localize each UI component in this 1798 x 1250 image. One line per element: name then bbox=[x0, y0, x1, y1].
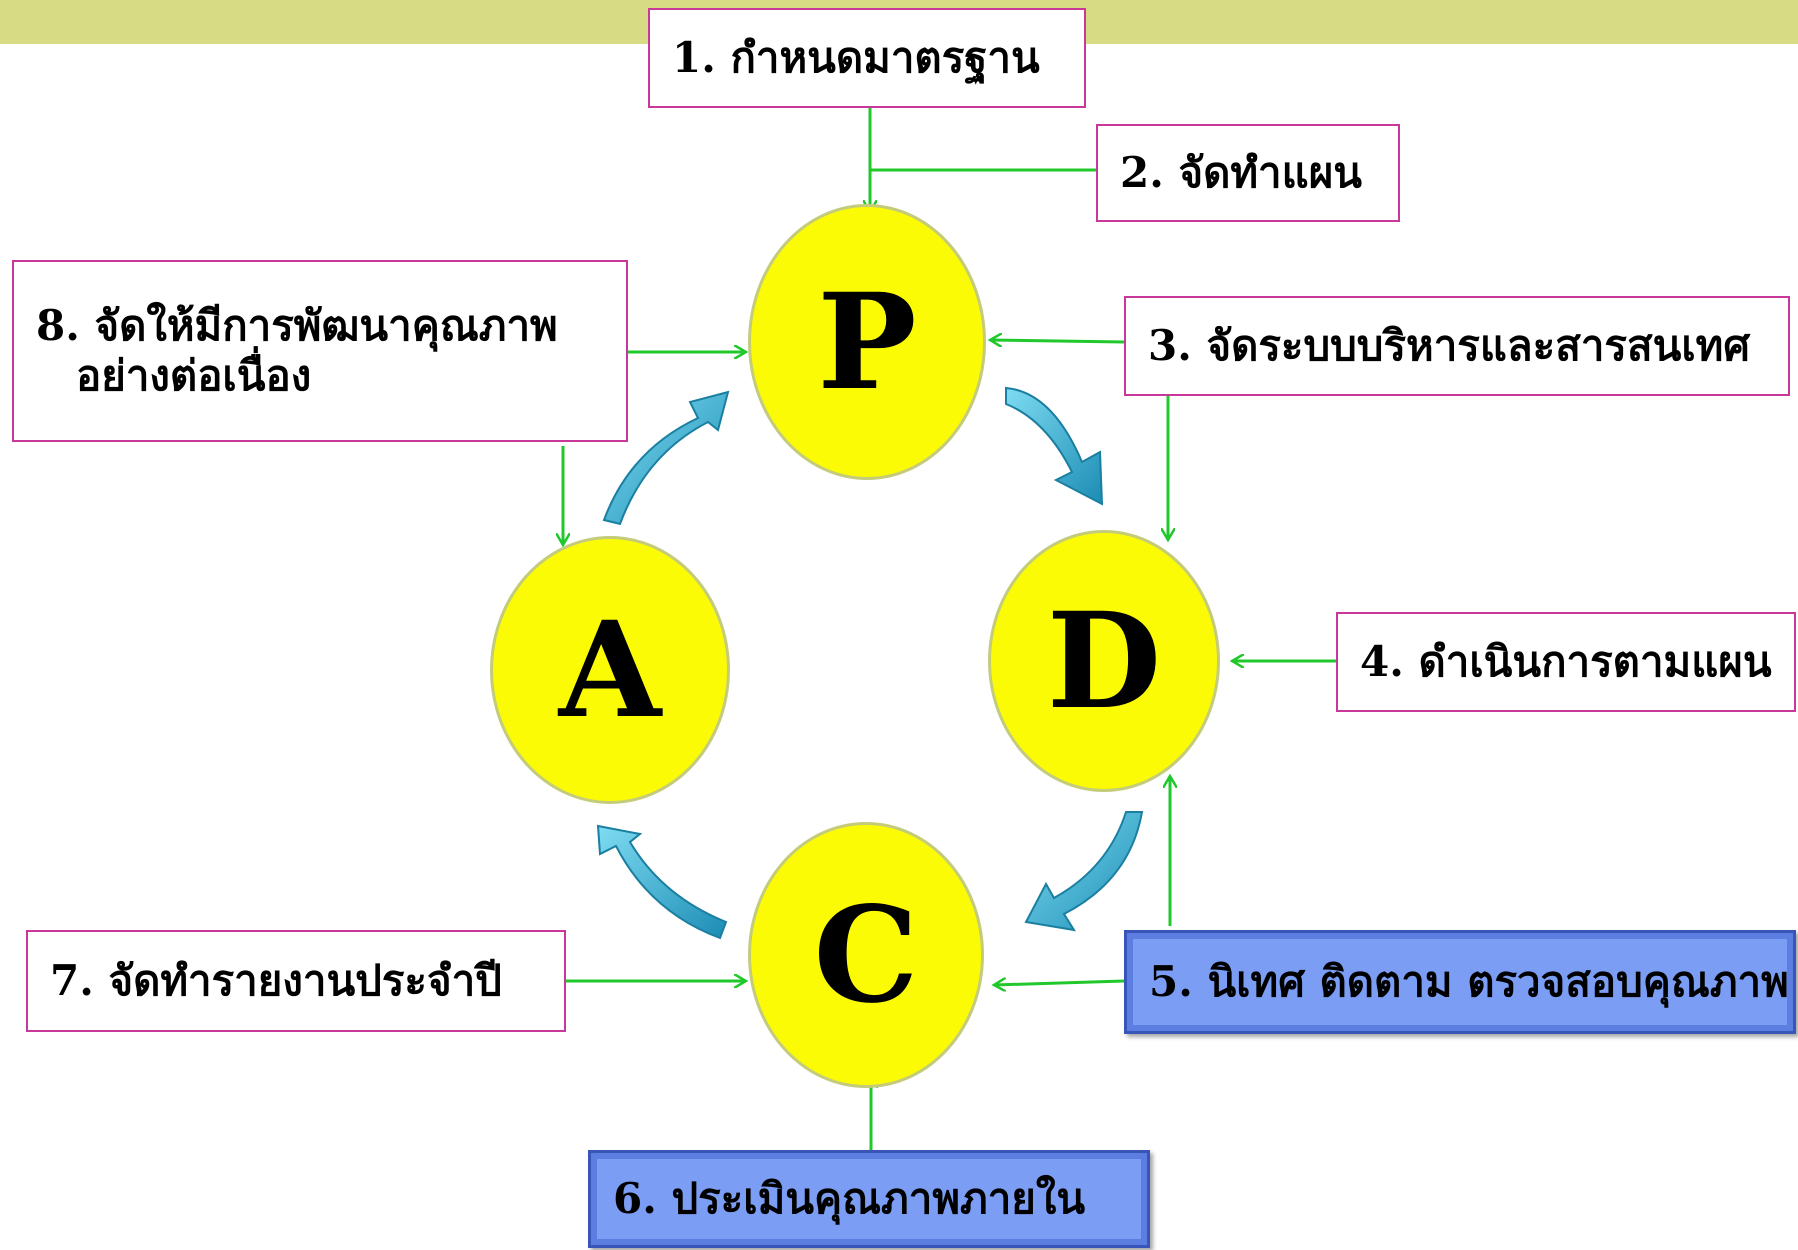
cycle-arrow-d-to-c bbox=[1024, 811, 1144, 932]
cycle-arrow-c-to-a bbox=[596, 824, 728, 940]
step-6-box: 6. ประเมินคุณภาพภายใน bbox=[588, 1150, 1150, 1248]
step-3-box: 3. จัดระบบบริหารและสารสนเทศ bbox=[1124, 296, 1790, 396]
node-a: A bbox=[490, 536, 730, 804]
connector-5-to-c bbox=[994, 981, 1125, 985]
node-p: P bbox=[748, 204, 986, 480]
connector-3-to-p bbox=[990, 340, 1125, 342]
step-8-box: 8. จัดให้มีการพัฒนาคุณภาพ อย่างต่อเนื่อง bbox=[12, 260, 628, 442]
cycle-arrows bbox=[596, 386, 1144, 940]
step-1-box: 1. กำหนดมาตรฐาน bbox=[648, 8, 1086, 108]
node-c: C bbox=[748, 822, 984, 1088]
step-6-label: 6. ประเมินคุณภาพภายใน bbox=[613, 1173, 1086, 1223]
step-2-label: 2. จัดทำแผน bbox=[1120, 147, 1363, 197]
cycle-arrow-p-to-d bbox=[1005, 386, 1104, 506]
step-1-label: 1. กำหนดมาตรฐาน bbox=[672, 32, 1040, 82]
step-7-label: 7. จัดทำรายงานประจำปี bbox=[50, 955, 502, 1005]
step-8-label-line2: อย่างต่อเนื่อง bbox=[76, 351, 312, 400]
step-7-box: 7. จัดทำรายงานประจำปี bbox=[26, 930, 566, 1032]
step-2-box: 2. จัดทำแผน bbox=[1096, 124, 1400, 222]
step-8-label-line1: 8. จัดให้มีการพัฒนาคุณภาพ bbox=[36, 300, 558, 350]
step-5-box: 5. นิเทศ ติดตาม ตรวจสอบคุณภาพ bbox=[1124, 930, 1796, 1034]
step-4-box: 4. ดำเนินการตามแผน bbox=[1336, 612, 1796, 712]
cycle-arrow-a-to-p bbox=[602, 390, 730, 526]
node-d: D bbox=[988, 530, 1220, 792]
step-5-label: 5. นิเทศ ติดตาม ตรวจสอบคุณภาพ bbox=[1149, 956, 1789, 1006]
step-3-label: 3. จัดระบบบริหารและสารสนเทศ bbox=[1148, 320, 1751, 370]
step-4-label: 4. ดำเนินการตามแผน bbox=[1360, 636, 1772, 686]
